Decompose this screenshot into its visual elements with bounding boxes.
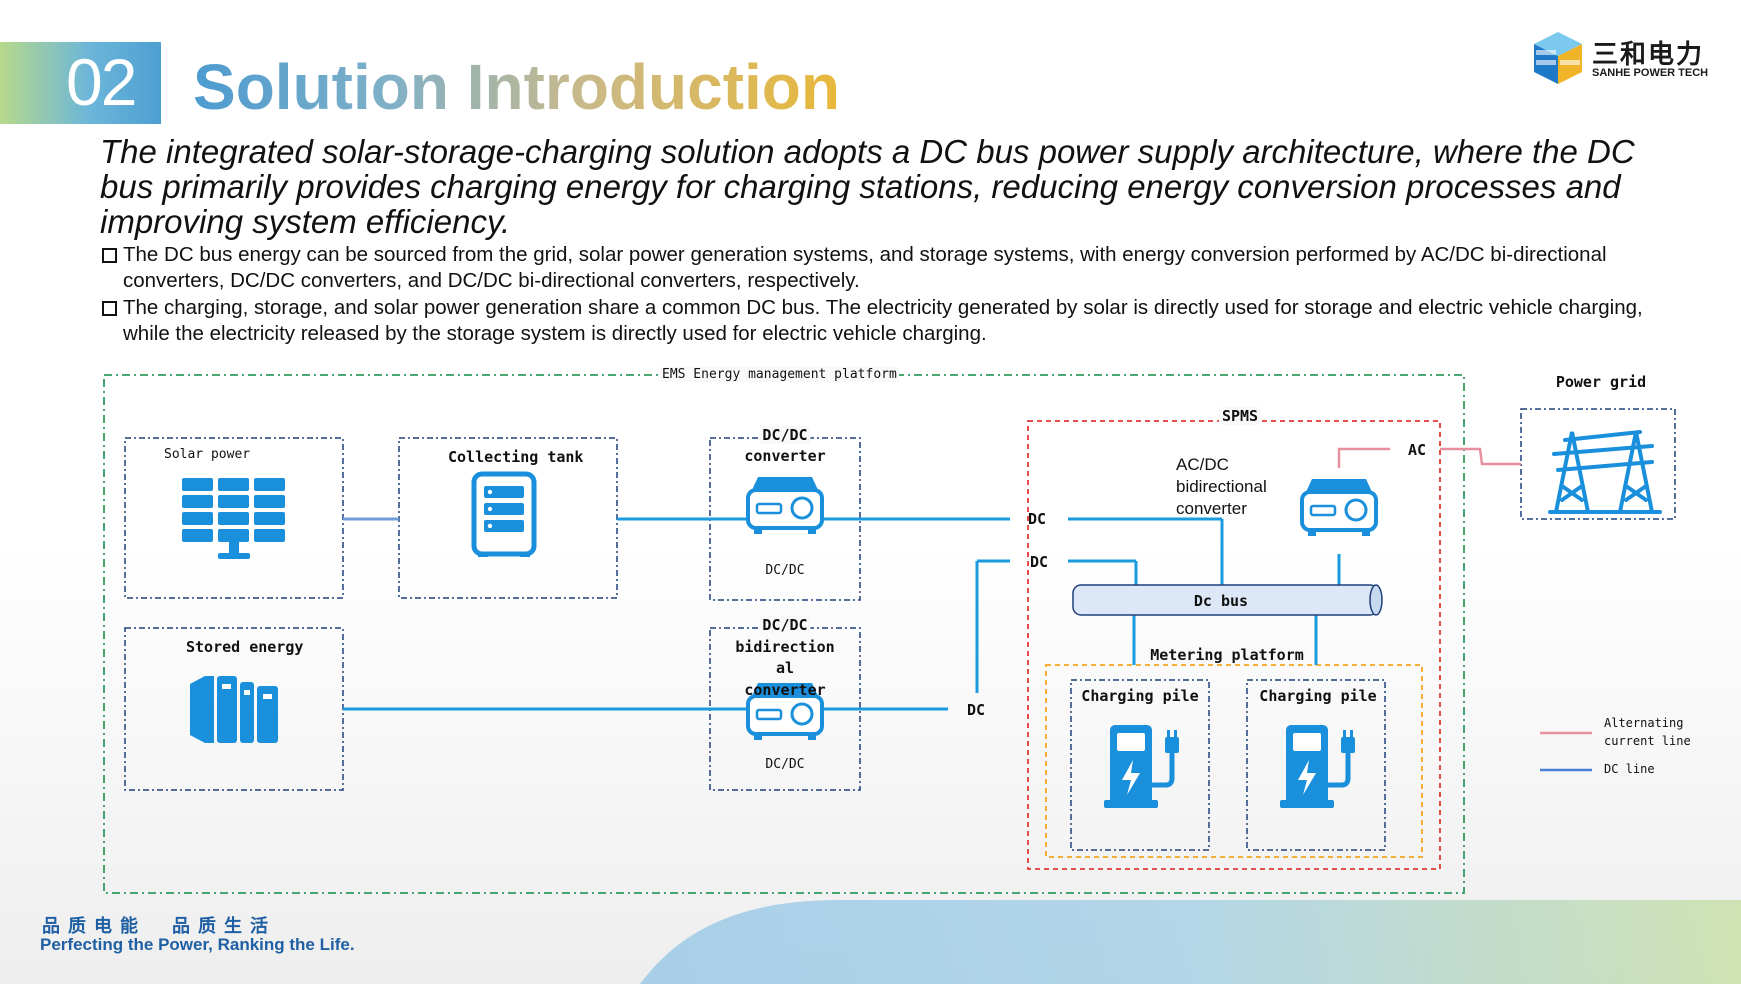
legend-ac-text-line-1: Alternating — [1604, 716, 1684, 730]
dc-label: DC — [1028, 510, 1047, 528]
ac-label: AC — [1408, 441, 1427, 459]
slogan-en: Perfecting the Power, Ranking the Life. — [40, 935, 355, 954]
legend-ac-text-line-2: current line — [1604, 734, 1691, 748]
battery-storage-icon — [190, 676, 278, 743]
bidir-title-line-3: al — [775, 659, 795, 677]
square-bullet-icon — [102, 301, 117, 316]
bullet-text: The DC bus energy can be sourced from th… — [123, 243, 1607, 292]
collecting-tank-icon — [471, 471, 537, 557]
bidir-title-line-1: DC/DC — [759, 616, 811, 634]
section-tab — [0, 42, 161, 124]
solar-panel-icon — [182, 478, 285, 559]
metering-label: Metering platform — [1147, 646, 1307, 664]
ems-label: EMS Energy management platform — [660, 367, 899, 382]
dc-label: DC — [967, 701, 986, 719]
acdc-label-line-3: converter — [1176, 499, 1247, 518]
dc-label: DC — [1030, 553, 1049, 571]
dcdc-title-line-1: DC/DC — [759, 426, 811, 444]
stored-energy-label: Stored energy — [186, 638, 304, 656]
acdc-label: AC/DC bidirectional converter — [1176, 454, 1267, 520]
dcdc-title-line-2: converter — [744, 447, 826, 465]
power-grid-label: Power grid — [1555, 373, 1647, 391]
bidir-title-line-4: converter — [744, 681, 826, 699]
dc-bus — [1072, 584, 1383, 616]
square-bullet-icon — [102, 248, 117, 263]
bullet-item: The charging, storage, and solar power g… — [102, 295, 1662, 347]
section-number: 02 — [66, 45, 137, 119]
intro-paragraph: The integrated solar-storage-charging so… — [100, 133, 1635, 240]
legend-ac-text: Alternating current line — [1604, 714, 1691, 750]
bullet-item: The DC bus energy can be sourced from th… — [102, 242, 1662, 294]
spms-boundary — [1027, 420, 1441, 870]
charging-pile-label: Charging pile — [1081, 687, 1199, 705]
solar-label: Solar power — [164, 447, 251, 462]
bullet-text: The charging, storage, and solar power g… — [123, 296, 1643, 345]
legend-dc-text: DC line — [1604, 762, 1655, 776]
sanhe-logo-icon — [1534, 32, 1582, 84]
charging-pile-icon — [1280, 725, 1355, 808]
bidir-converter-icon — [746, 683, 824, 740]
logo-text-en: SANHE POWER TECH — [1592, 67, 1709, 79]
ac-line-acdc — [1337, 447, 1390, 468]
acdc-converter-icon — [1300, 479, 1378, 536]
dcdc-sub-label: DC/DC — [765, 563, 805, 578]
bidir-sub-label: DC/DC — [765, 757, 805, 772]
dcdc-converter-icon — [746, 477, 824, 534]
page-title: Solution Introduction — [193, 51, 840, 123]
dc-bus-label: Dc bus — [1193, 592, 1249, 610]
ac-line-grid — [1440, 447, 1521, 466]
metering-boundary — [1045, 664, 1423, 858]
power-tower-icon — [1548, 430, 1662, 514]
charging-pile-icon — [1104, 725, 1179, 808]
logo-text-cn: 三和电力 — [1592, 39, 1705, 69]
bidir-title-line-2: bidirection — [735, 638, 835, 656]
acdc-label-line-2: bidirectional — [1176, 477, 1267, 496]
collecting-label: Collecting tank — [448, 448, 584, 466]
slogan-cn: 品质电能 品质生活 — [42, 916, 277, 936]
spms-label: SPMS — [1218, 407, 1262, 425]
charging-pile-label: Charging pile — [1259, 687, 1377, 705]
acdc-label-line-1: AC/DC — [1176, 455, 1229, 474]
